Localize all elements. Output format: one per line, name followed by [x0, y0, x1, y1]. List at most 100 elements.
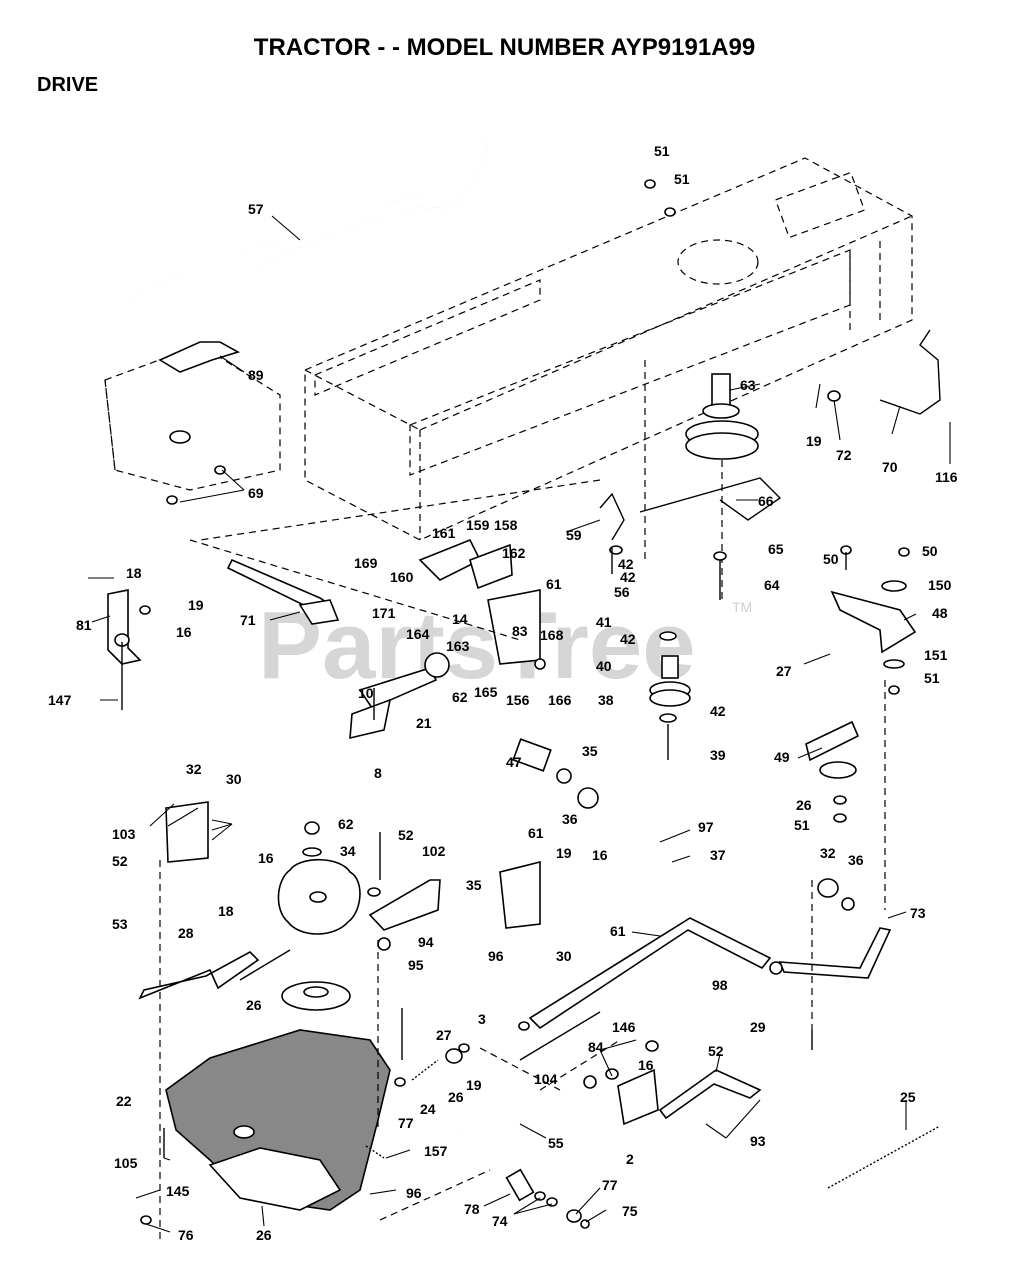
- callout-50: 50: [922, 543, 938, 559]
- callout-150: 150: [928, 577, 952, 593]
- callout-3: 3: [478, 1011, 486, 1027]
- callout-62: 62: [452, 689, 468, 705]
- callout-96: 96: [406, 1185, 422, 1201]
- callout-49: 49: [774, 749, 790, 765]
- callout-72: 72: [836, 447, 852, 463]
- callout-70: 70: [882, 459, 898, 475]
- callout-51: 51: [674, 171, 690, 187]
- callout-66: 66: [758, 493, 774, 509]
- callout-29: 29: [750, 1019, 766, 1035]
- shift-rod-95: [138, 951, 260, 1000]
- hardware: [114, 179, 910, 1229]
- callout-146: 146: [612, 1019, 636, 1035]
- bracket-48: [830, 590, 917, 654]
- callout-47: 47: [506, 754, 522, 770]
- callout-25: 25: [900, 1089, 916, 1105]
- callout-10: 10: [358, 685, 374, 701]
- spring-95: [239, 949, 291, 981]
- callout-168: 168: [540, 627, 564, 643]
- callout-59: 59: [566, 527, 582, 543]
- callout-151: 151: [924, 647, 948, 663]
- callout-27: 27: [436, 1027, 452, 1043]
- callout-52: 52: [112, 853, 128, 869]
- callout-98: 98: [712, 977, 728, 993]
- callout-104: 104: [534, 1071, 558, 1087]
- callout-162: 162: [502, 545, 526, 561]
- callout-62: 62: [338, 816, 354, 832]
- callout-78: 78: [464, 1201, 480, 1217]
- callout-18: 18: [218, 903, 234, 919]
- callout-36: 36: [562, 811, 578, 827]
- spring-25: [411, 1059, 439, 1081]
- section-title: DRIVE: [37, 74, 99, 96]
- callout-50: 50: [823, 551, 839, 567]
- callout-30: 30: [556, 948, 572, 964]
- callout-64: 64: [764, 577, 780, 593]
- callout-157: 157: [424, 1143, 448, 1159]
- callout-76: 76: [178, 1227, 194, 1243]
- pulley-47: [819, 761, 857, 779]
- callout-61: 61: [528, 825, 544, 841]
- callout-164: 164: [406, 626, 430, 642]
- rod-22: [519, 1011, 601, 1061]
- pulley-63: [685, 373, 759, 600]
- belt-guide-89: [158, 341, 241, 373]
- callout-22: 22: [116, 1093, 132, 1109]
- callout-8: 8: [374, 765, 382, 781]
- callout-165: 165: [474, 684, 498, 700]
- callout-94: 94: [418, 934, 434, 950]
- shaft-81: [226, 558, 340, 625]
- callout-145: 145: [166, 1183, 190, 1199]
- callout-163: 163: [446, 638, 470, 654]
- hose-93: [459, 1103, 517, 1134]
- bracket-49: [805, 720, 860, 762]
- callout-63: 63: [740, 377, 756, 393]
- spacer-74: [505, 1168, 535, 1202]
- page-title: TRACTOR - - MODEL NUMBER AYP9191A99: [253, 34, 756, 61]
- callout-65: 65: [768, 541, 784, 557]
- callout-51: 51: [654, 143, 670, 159]
- bracket-30-right: [499, 860, 541, 929]
- callout-42: 42: [618, 556, 634, 572]
- callout-52: 52: [708, 1043, 724, 1059]
- callout-19: 19: [466, 1077, 482, 1093]
- callout-84: 84: [588, 1039, 604, 1055]
- leader-lines: [88, 215, 951, 1233]
- callout-18: 18: [126, 565, 142, 581]
- idler-pulley-38: [649, 655, 691, 707]
- callout-14: 14: [452, 611, 468, 627]
- callout-21: 21: [416, 715, 432, 731]
- callout-95: 95: [408, 957, 424, 973]
- callout-32: 32: [186, 761, 202, 777]
- callout-32: 32: [820, 845, 836, 861]
- callout-55: 55: [548, 1135, 564, 1151]
- callout-41: 41: [596, 614, 612, 630]
- callout-161: 161: [432, 525, 456, 541]
- callout-34: 34: [340, 843, 356, 859]
- callout-156: 156: [506, 692, 530, 708]
- callout-159: 159: [466, 517, 490, 533]
- link-59: [599, 492, 625, 541]
- callout-16: 16: [592, 847, 608, 863]
- callout-57: 57: [248, 201, 264, 217]
- rod-53: [778, 927, 892, 979]
- rod-70: [879, 329, 941, 415]
- spring-55: [827, 1125, 941, 1189]
- callout-93: 93: [750, 1133, 766, 1149]
- callout-81: 81: [76, 617, 92, 633]
- alignment-lines: [159, 360, 886, 1240]
- callout-35: 35: [582, 743, 598, 759]
- spacer-62: [512, 738, 552, 772]
- callout-24: 24: [420, 1101, 436, 1117]
- callout-89: 89: [248, 367, 264, 383]
- callout-16: 16: [176, 624, 192, 640]
- callout-26: 26: [256, 1227, 272, 1243]
- callout-158: 158: [494, 517, 518, 533]
- bracket-71: [107, 589, 142, 665]
- belt-57: [126, 138, 488, 330]
- callout-26: 26: [448, 1089, 464, 1105]
- frame-outline: [304, 157, 913, 541]
- callout-74: 74: [492, 1213, 508, 1229]
- callout-51: 51: [924, 670, 940, 686]
